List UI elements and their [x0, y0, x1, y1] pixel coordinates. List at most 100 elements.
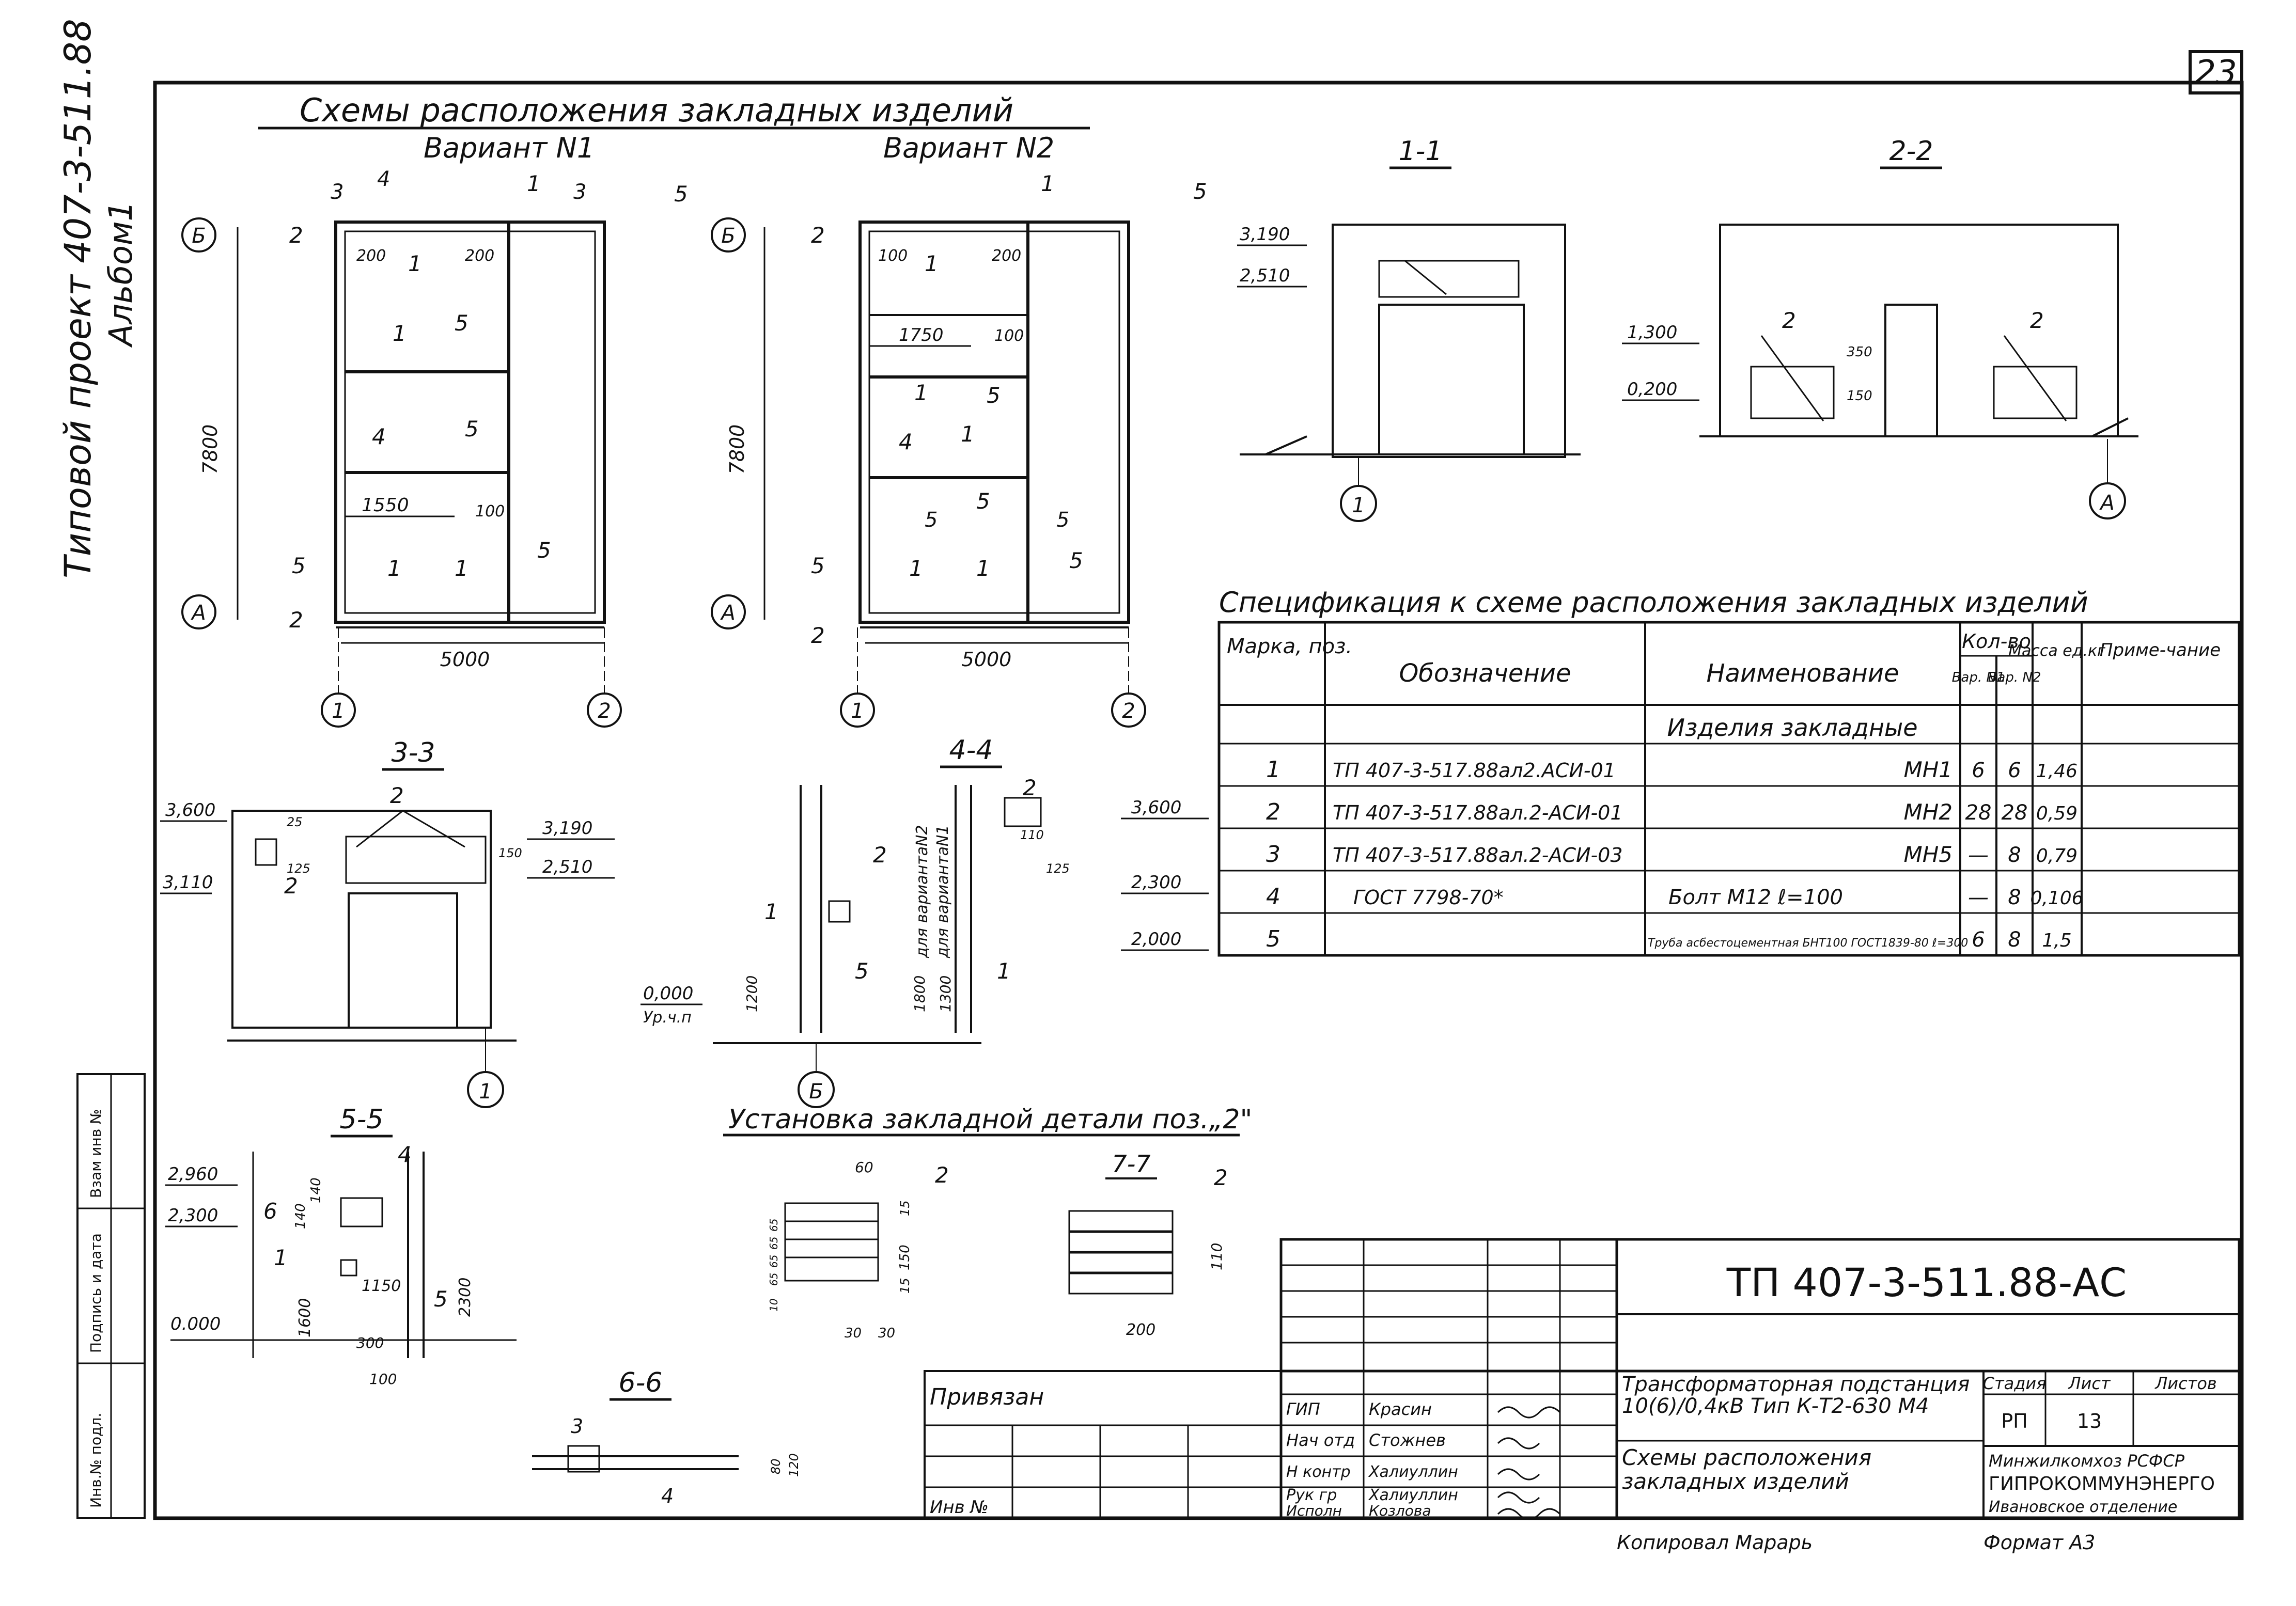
- s44-dim-1800: 1800: [911, 975, 928, 1012]
- s33-mark-2b: 2: [284, 873, 298, 899]
- variant2-label: Вариант N2: [883, 132, 1054, 164]
- spec-r2-v1: 28: [1965, 801, 1992, 825]
- side-album: Альбом1: [102, 201, 139, 348]
- spec-r5-mark: 5: [1266, 926, 1280, 952]
- s55-level-1: 2,960: [168, 1164, 218, 1185]
- sheet-value: 13: [2077, 1410, 2102, 1432]
- spec-r4-v2: 8: [2008, 886, 2021, 909]
- signature-1: [1497, 1406, 1561, 1419]
- v1-mark-2a: 2: [289, 223, 303, 248]
- side-project-title: Типовой проект 407-3-511.88: [57, 19, 99, 578]
- s44-axis: Б: [809, 1080, 823, 1104]
- s33-dim-150: 150: [498, 846, 522, 860]
- variant1-label: Вариант N1: [424, 132, 595, 164]
- v2-dim-100a: 100: [878, 247, 908, 265]
- section-5-5-title: 5-5: [340, 1104, 384, 1135]
- install-detail: Установка закладной детали поз.„2" 60 15…: [723, 1104, 1252, 1341]
- signature-4: [1497, 1491, 1540, 1504]
- page-number-box: [2189, 50, 2243, 95]
- person-4: Халиуллин: [1368, 1486, 1458, 1504]
- install-dim-10: 10: [768, 1299, 780, 1312]
- v2-mark-5e: 5: [1193, 179, 1207, 204]
- v1-width-dim: 5000: [440, 648, 490, 671]
- s44-mark-1: 1: [764, 899, 778, 924]
- stage-value: РП: [2001, 1410, 2028, 1432]
- v1-dim-200a: 200: [356, 247, 386, 265]
- title-block: ТП 407-3-511.88-АС Привязан Инв № ГИП На…: [924, 1238, 2241, 1520]
- install-dim-30a: 30: [845, 1326, 862, 1341]
- spec-r2-mark: 2: [1266, 799, 1280, 825]
- spec-r3-mass: 0,79: [2036, 845, 2078, 867]
- spec-r2-v2: 28: [2002, 801, 2028, 825]
- s66-mark-4: 4: [661, 1485, 674, 1507]
- v2-mark-5c: 5: [811, 553, 825, 578]
- s55-mark-1: 1: [274, 1245, 288, 1270]
- spec-r1-mark: 1: [1266, 757, 1280, 783]
- spec-r3-v2: 8: [2008, 843, 2021, 867]
- spec-h-var2: Вар. N2: [1988, 670, 2041, 685]
- v2-mark-5d: 5: [1069, 548, 1083, 573]
- s22-mark-2a: 2: [1782, 308, 1796, 333]
- s55-level-2: 2,300: [168, 1205, 218, 1226]
- v1-mark-2b: 2: [289, 607, 303, 633]
- install-dim-65a: 65: [768, 1273, 780, 1286]
- role-rukgr: Рук гр: [1286, 1486, 1337, 1504]
- page-number: 23: [2195, 54, 2237, 92]
- v2-room-dim: 1750: [899, 325, 944, 345]
- org-line-2: ГИПРОКОММУНЭНЕРГО: [1989, 1473, 2215, 1494]
- copied-by: Копировал Марарь: [1617, 1531, 1813, 1554]
- v1-dim-200b: 200: [465, 247, 494, 265]
- section-4-4: 4-4 3,600 2,300 2,000 0,000 Ур.ч.п 110 1…: [641, 735, 1209, 1108]
- spec-r2-designation: ТП 407-3-517.88ал.2-АСИ-01: [1333, 801, 1623, 824]
- install-dim-15a: 15: [898, 1200, 912, 1216]
- v2-width-dim: 5000: [962, 648, 1012, 671]
- v1-dim-100: 100: [475, 502, 505, 521]
- v2-axis-1: 1: [851, 699, 864, 723]
- v1-mark-5c: 5: [292, 553, 306, 578]
- s33-level-2: 3,110: [163, 872, 213, 893]
- v2-mark-1b: 1: [914, 380, 928, 405]
- s55-mark-4: 4: [398, 1142, 412, 1167]
- spec-r1-name: МН1: [1903, 757, 1953, 782]
- install-title: Установка закладной детали поз.„2": [728, 1104, 1252, 1135]
- s33-dim-125: 125: [287, 861, 310, 876]
- v1-cut-4: 4: [377, 167, 390, 191]
- s44-level-3: 2,000: [1131, 929, 1181, 950]
- s11-level-2: 2,510: [1240, 265, 1290, 286]
- v1-mark-4: 4: [372, 424, 386, 449]
- v2-axis-a: А: [720, 601, 735, 625]
- role-gip: ГИП: [1286, 1399, 1320, 1419]
- spec-r5-v1: 6: [1972, 928, 1985, 952]
- install-dim-60: 60: [855, 1159, 873, 1176]
- s66-mark-3: 3: [571, 1415, 583, 1438]
- v2-mark-5: 5: [987, 383, 1001, 408]
- s44-mark-1b: 1: [997, 958, 1011, 984]
- spec-h-designation: Обозначение: [1399, 659, 1571, 688]
- s22-dim-1: 350: [1847, 344, 1872, 360]
- s44-dim-110: 110: [1020, 828, 1044, 842]
- s44-dim-125: 125: [1046, 861, 1070, 876]
- stage-label: Стадия: [1983, 1374, 2047, 1393]
- v2-axis-b: Б: [721, 224, 735, 248]
- v1-height-dim: 7800: [199, 424, 222, 475]
- section-6-6: 6-6 3 4 80 120: [532, 1367, 801, 1507]
- v2-mark-2b: 2: [811, 623, 825, 648]
- person-1: Красин: [1369, 1399, 1432, 1419]
- sheets-label: Листов: [2154, 1374, 2217, 1393]
- v2-mark-1: 1: [925, 251, 939, 276]
- org-line-1: Минжилкомхоз РСФСР: [1989, 1451, 2185, 1471]
- v2-dim-100b: 100: [994, 327, 1024, 345]
- signature-2: [1497, 1437, 1540, 1450]
- person-2: Стожнев: [1369, 1430, 1446, 1450]
- role-head: Нач отд: [1286, 1430, 1355, 1450]
- v1-mark-5e: 5: [674, 181, 688, 207]
- v2-cut-5b: 5: [1056, 508, 1069, 532]
- v2-cut-5a: 5: [925, 508, 938, 532]
- spec-r4-mass: 0,106: [2030, 888, 2083, 909]
- s66-dim-120: 120: [787, 1453, 801, 1477]
- spec-r2-name: МН2: [1903, 799, 1953, 825]
- s44-mark-5: 5: [855, 958, 869, 984]
- s33-level-1: 3,600: [165, 800, 215, 821]
- section-6-6-title: 6-6: [619, 1367, 663, 1398]
